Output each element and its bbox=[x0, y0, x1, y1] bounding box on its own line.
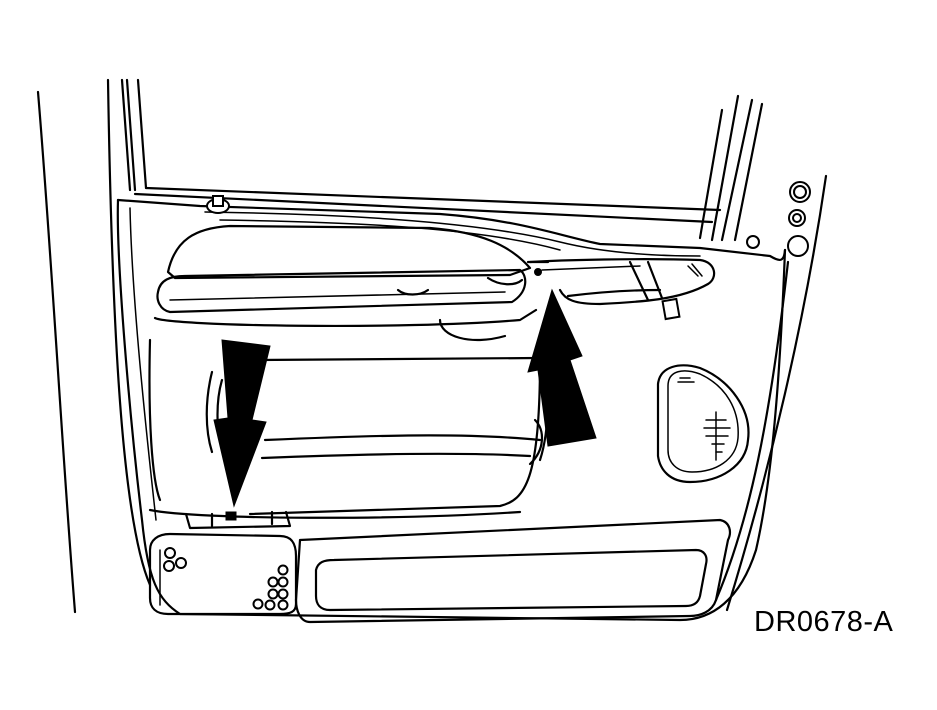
map-pocket bbox=[148, 510, 731, 624]
arrow-down bbox=[213, 339, 271, 508]
door-frame bbox=[36, 78, 828, 614]
speaker-grille bbox=[656, 364, 750, 484]
switch-holes bbox=[746, 181, 811, 257]
arrow-up bbox=[527, 288, 597, 447]
speaker-holes bbox=[163, 547, 289, 611]
panel-contours bbox=[148, 328, 550, 519]
armrest bbox=[153, 224, 538, 342]
lock-knob bbox=[206, 195, 230, 214]
figure-code-label: DR0678-A bbox=[754, 606, 894, 638]
door-handle-assembly bbox=[526, 258, 716, 321]
